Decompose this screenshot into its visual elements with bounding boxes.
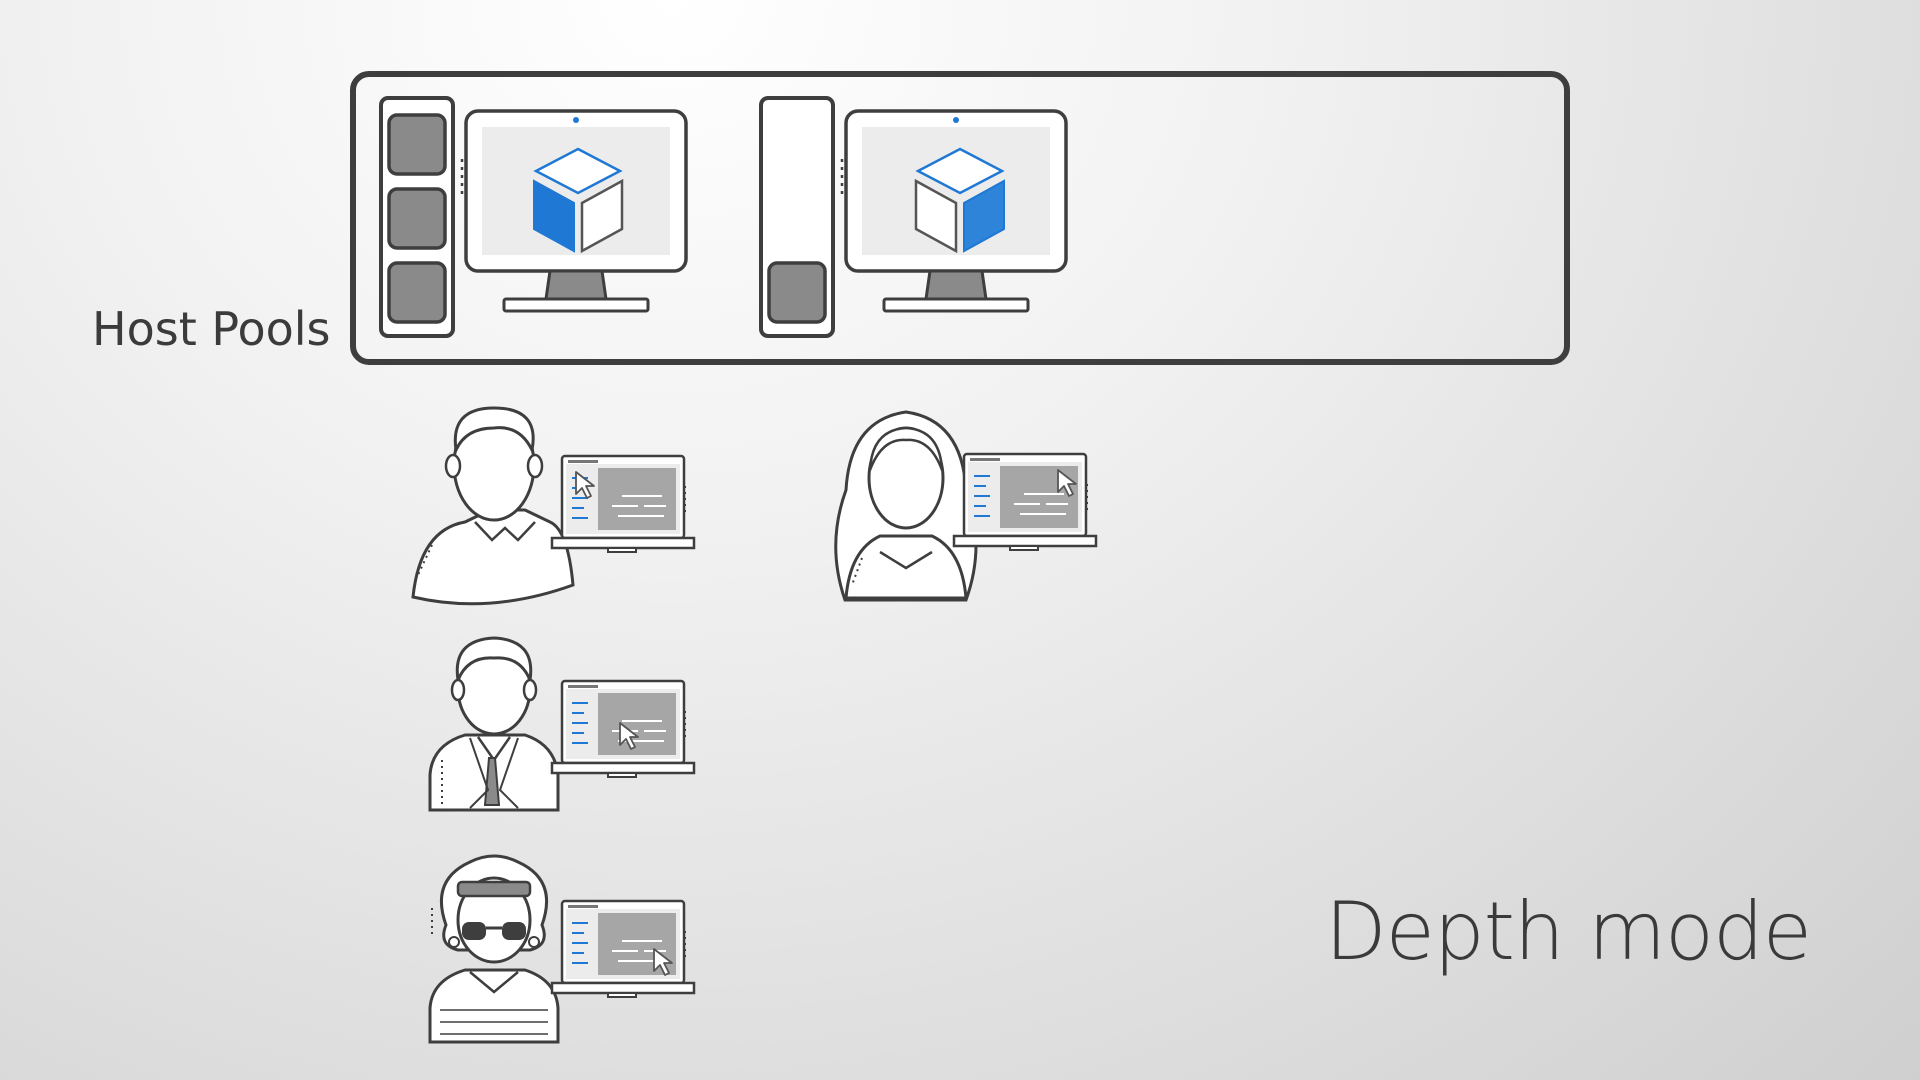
host-monitor-2 [840, 109, 1068, 313]
cube-icon [533, 147, 624, 254]
user-glasses-laptop [550, 899, 696, 999]
server-slot [767, 261, 827, 324]
host-server-2 [759, 96, 835, 338]
host-pool-container [350, 71, 1570, 365]
user-woman-icon [834, 410, 978, 602]
user-man-icon [411, 406, 575, 606]
user-woman-laptop [952, 452, 1098, 552]
server-slot [387, 187, 447, 250]
user-businessman-icon [428, 636, 560, 812]
server-slot [387, 261, 447, 324]
host-pools-label: Host Pools [92, 302, 331, 356]
mode-title: Depth mode [1325, 885, 1812, 978]
user-businessman-laptop [550, 679, 696, 779]
host-server-1 [379, 96, 455, 338]
user-man-laptop [550, 454, 696, 554]
host-monitor-1 [460, 109, 688, 313]
user-glasses-icon [428, 854, 560, 1044]
cube-icon [914, 147, 1005, 254]
server-slot [387, 113, 447, 176]
